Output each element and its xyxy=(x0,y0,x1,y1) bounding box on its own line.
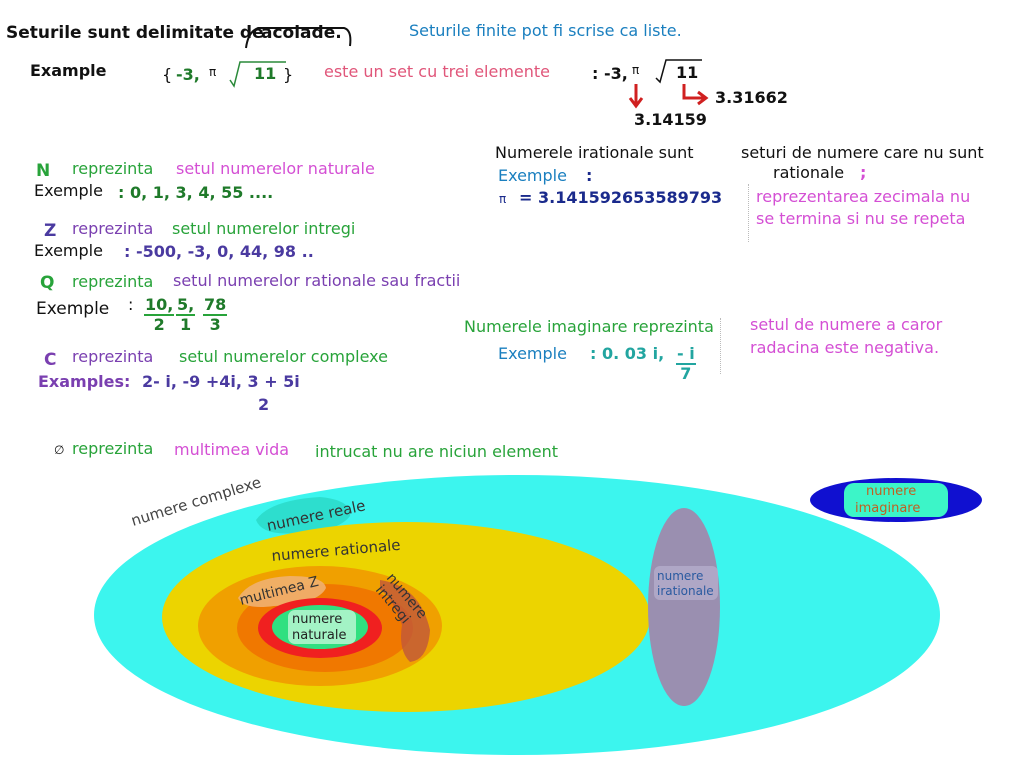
example-label: Example xyxy=(30,61,107,80)
brace-close: } xyxy=(283,65,294,84)
list-sqrt-value: 11 xyxy=(676,63,699,82)
imaginary-desc-1: setul de numere a caror xyxy=(750,315,943,334)
example-den-c: 2 xyxy=(258,395,270,414)
set-name-n: setul numerelor naturale xyxy=(176,159,375,178)
brace-underline-icon xyxy=(245,27,352,49)
fraction: 78 3 xyxy=(203,295,228,334)
irrational-semicolon: ; xyxy=(860,163,867,182)
decimal-note-1: reprezentarea zecimala nu xyxy=(756,187,971,206)
list-sqrt-icon xyxy=(655,59,702,84)
imaginary-desc-2: radacina este negativa. xyxy=(750,338,940,357)
empty-set-icon: ∅ xyxy=(54,443,65,457)
set-word-q: reprezinta xyxy=(72,272,154,291)
imaginary-title: Numerele imaginare reprezinta xyxy=(464,317,714,336)
fraction: 10, 2 xyxy=(144,295,175,334)
natural-label-line1: numere xyxy=(292,612,342,627)
set-name-z: setul numerelor intregi xyxy=(172,219,356,238)
set-sqrt-value: 11 xyxy=(254,64,277,83)
imaginary-label-line2: imaginare xyxy=(855,501,920,516)
set-values: -3, xyxy=(176,65,200,84)
list-prefix: : -3, xyxy=(592,64,628,83)
set-symbol-z: Z xyxy=(44,221,57,241)
irrational-title: Numerele irationale sunt xyxy=(495,143,694,162)
irrational-label-bg xyxy=(654,566,718,600)
example-values-n: : 0, 1, 3, 4, 55 .... xyxy=(118,183,274,202)
example-label-c: Examples: xyxy=(38,372,131,391)
decimal-note-2: se termina si nu se repeta xyxy=(756,209,966,228)
irrational-pi: π xyxy=(499,192,507,206)
brace-open: { xyxy=(162,65,173,84)
real-numbers-patch xyxy=(256,497,351,534)
set-symbol-q: Q xyxy=(40,273,55,293)
irrational-example-label: Exemple xyxy=(498,166,567,185)
empty-set-word: reprezinta xyxy=(72,439,154,458)
finite-lists-note: Seturile finite pot fi scrise ca liste. xyxy=(409,21,682,40)
three-element-set-note: este un set cu trei elemente xyxy=(324,62,551,81)
example-values-z: : -500, -3, 0, 44, 98 .. xyxy=(124,242,314,261)
set-name-c: setul numerelor complexe xyxy=(179,347,388,366)
example-colon-q: : xyxy=(128,295,134,314)
irrational-label-line2: irationale xyxy=(657,584,714,598)
example-label-z: Exemple xyxy=(34,241,103,260)
natural-label-bg xyxy=(288,610,356,644)
sqrt-icon xyxy=(229,61,286,88)
example-values-c: 2- i, -9 +4i, 3 + 5i xyxy=(142,372,300,391)
divider xyxy=(720,318,723,374)
set-name-q: setul numerelor rationale sau fractii xyxy=(173,271,461,290)
set-pi: π xyxy=(209,65,217,79)
irrational-desc-1: seturi de numere care nu sunt xyxy=(741,143,984,162)
irrational-numbers-region xyxy=(648,508,720,706)
sqrt-decimal: 3.31662 xyxy=(715,88,788,107)
set-word-n: reprezinta xyxy=(72,159,154,178)
irrational-example-colon: : xyxy=(586,166,593,185)
imaginary-example-values: : 0. 03 i, xyxy=(590,344,665,363)
pi-value: = 3.141592653589793 xyxy=(519,188,723,207)
example-label-q: Exemple xyxy=(36,299,110,319)
set-word-z: reprezinta xyxy=(72,219,154,238)
divider xyxy=(748,184,751,242)
set-symbol-n: N xyxy=(36,161,51,181)
natural-label-line2: naturale xyxy=(292,628,346,643)
imaginary-example-label: Exemple xyxy=(498,344,567,363)
imaginary-label-bg xyxy=(844,483,948,517)
empty-set-name: multimea vida xyxy=(174,440,290,459)
set-word-c: reprezinta xyxy=(72,347,154,366)
integers-smudge xyxy=(380,580,430,662)
pi-decimal: 3.14159 xyxy=(634,110,707,129)
braces-statement: Seturile sunt delimitate de xyxy=(6,23,264,43)
set-symbol-c: C xyxy=(44,350,57,370)
imaginary-fraction: - i 7 xyxy=(676,344,696,383)
irrational-desc-2: rationale xyxy=(773,163,845,182)
list-pi: π xyxy=(632,63,640,77)
fraction: 5, 1 xyxy=(176,295,196,334)
example-label-n: Exemple xyxy=(34,181,103,200)
imaginary-label-line1: numere xyxy=(866,484,916,499)
arrows-icon xyxy=(628,84,709,109)
irrational-label-line1: numere xyxy=(657,569,703,583)
empty-set-reason: intrucat nu are niciun element xyxy=(315,442,559,461)
